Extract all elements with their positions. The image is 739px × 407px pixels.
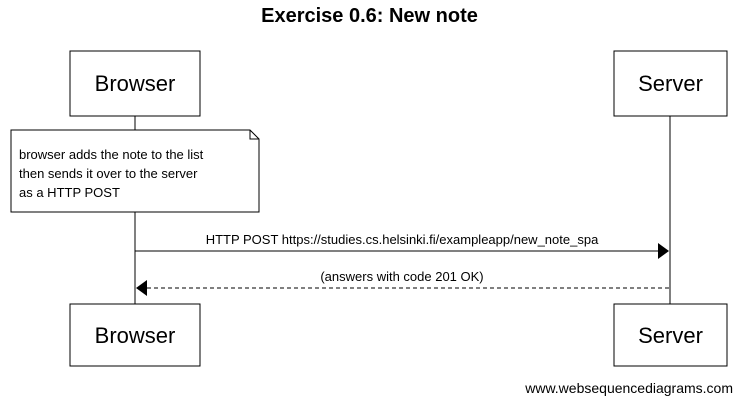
note-line-2: then sends it over to the server — [19, 166, 198, 181]
server-actor-bottom: Server — [613, 303, 728, 367]
server-actor-top-label: Server — [638, 71, 703, 96]
diagram-title: Exercise 0.6: New note — [261, 5, 478, 27]
browser-actor-top: Browser — [69, 50, 201, 117]
server-actor-bottom-label: Server — [638, 323, 703, 348]
server-actor-top: Server — [613, 50, 728, 117]
watermark-link[interactable]: www.websequencediagrams.com — [525, 380, 733, 396]
message-http-post-label: HTTP POST https://studies.cs.helsinki.fi… — [206, 232, 599, 247]
message-response-label: (answers with code 201 OK) — [320, 269, 483, 284]
browser-actor-top-label: Browser — [95, 71, 176, 96]
browser-actor-bottom-label: Browser — [95, 323, 176, 348]
note-line-3: as a HTTP POST — [19, 185, 120, 200]
browser-actor-bottom: Browser — [69, 303, 201, 367]
note: browser adds the note to the list then s… — [10, 129, 260, 213]
note-line-1: browser adds the note to the list — [19, 147, 204, 162]
message-http-post: HTTP POST https://studies.cs.helsinki.fi… — [135, 232, 669, 259]
message-response: (answers with code 201 OK) — [136, 269, 670, 296]
message-response-arrowhead — [136, 280, 147, 296]
message-http-post-arrowhead — [658, 243, 669, 259]
